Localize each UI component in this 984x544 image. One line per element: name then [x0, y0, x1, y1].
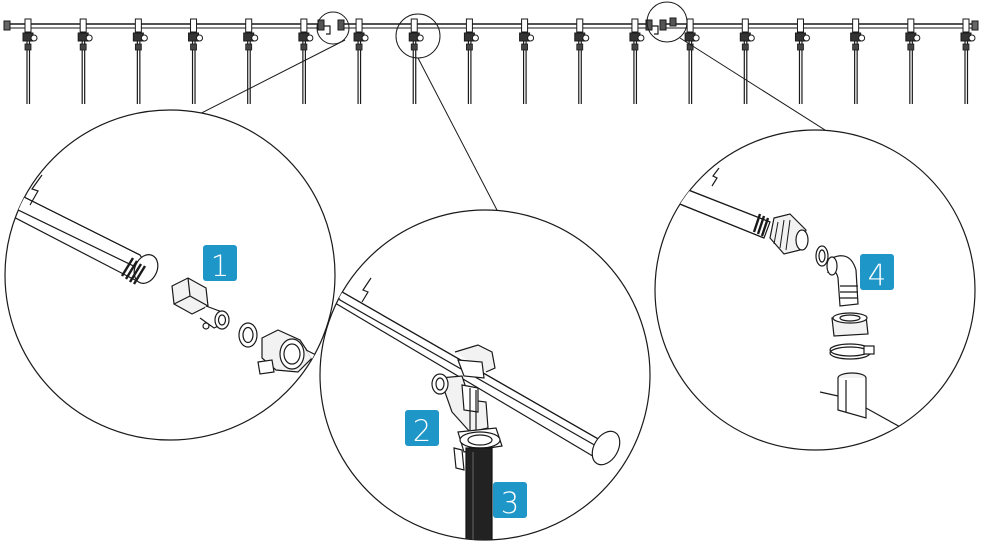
- callout-badge-3: 3: [493, 482, 527, 520]
- detail-nozzle-clamp: [319, 209, 651, 541]
- nozzle-icon: [574, 18, 590, 104]
- o-ring: [238, 322, 258, 348]
- callout-badge-1: 1: [203, 245, 237, 283]
- elbow: [826, 255, 859, 307]
- feed-hose: [819, 372, 903, 437]
- boom-coupling-left: [317, 19, 345, 35]
- nozzle-icon: [629, 18, 645, 104]
- nozzle-icon: [850, 18, 866, 104]
- hose-nut: [831, 312, 869, 337]
- callout-label-3: 3: [501, 486, 519, 520]
- callout-label-1: 1: [211, 249, 229, 283]
- bayonet-cap: [453, 427, 503, 471]
- nozzle-icon: [960, 18, 976, 104]
- callout-label-2: 2: [413, 414, 431, 448]
- nozzle-clamp: [431, 344, 496, 433]
- magnifier-ring-coupling-right: [646, 1, 688, 43]
- nozzle-icon: [298, 18, 314, 104]
- callout-badge-2: 2: [405, 410, 439, 448]
- nozzle-icon: [739, 18, 755, 104]
- nozzle-icon: [408, 18, 424, 104]
- threaded-pipe-end: [120, 254, 159, 285]
- feed-hose: [465, 447, 493, 540]
- nozzle-icon: [519, 18, 535, 104]
- hex-nut: [171, 277, 230, 330]
- o-ring: [815, 245, 829, 267]
- nozzle-row: [22, 18, 976, 104]
- union-nut: [769, 213, 809, 255]
- nozzle-icon: [463, 18, 479, 104]
- magnifier-ring-coupling-left: [316, 11, 350, 45]
- nozzle-icon: [77, 18, 93, 104]
- callout-badge-4: 4: [860, 254, 894, 292]
- nozzle-icon: [188, 18, 204, 104]
- spray-boom: [3, 17, 979, 35]
- callout-label-4: 4: [868, 258, 886, 292]
- nozzle-icon: [22, 18, 38, 104]
- detail-elbow-fitting: [654, 129, 976, 451]
- quick-clip-cap: [257, 329, 319, 375]
- nozzle-icon: [905, 18, 921, 104]
- hose-clamp: [829, 343, 875, 360]
- detail-boom-coupling: [4, 109, 336, 441]
- nozzle-icon: [132, 18, 148, 104]
- nozzle-icon: [684, 18, 700, 104]
- boom-coupling-right: [645, 17, 677, 35]
- threaded-pipe-end: [752, 213, 770, 237]
- nozzle-icon: [243, 18, 259, 104]
- nozzle-icon: [353, 18, 369, 104]
- nozzle-icon: [794, 18, 810, 104]
